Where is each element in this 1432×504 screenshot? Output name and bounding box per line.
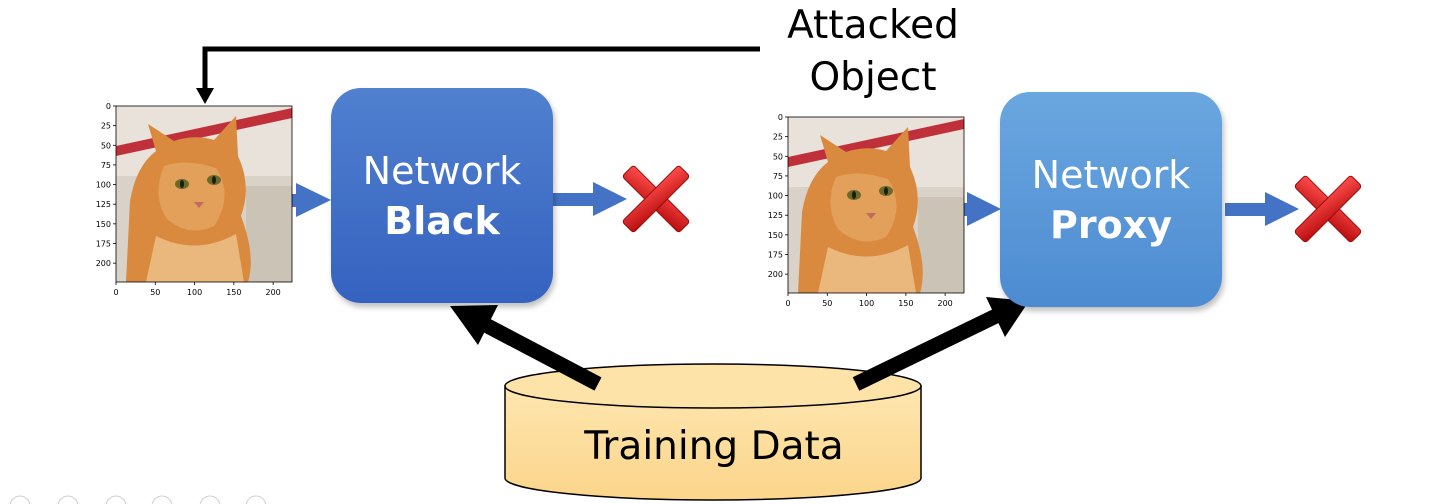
plot-x-tick-label: 200 xyxy=(938,299,953,308)
plot-x-tick-label: 0 xyxy=(113,288,118,297)
nav-circle-icon[interactable] xyxy=(57,495,79,504)
plot-y-tick-label: 50 xyxy=(101,141,111,150)
arrow-proxy-to-cross xyxy=(1225,192,1299,226)
nav-circle-icon[interactable] xyxy=(245,495,267,504)
plot-y-tick-label: 25 xyxy=(773,133,783,142)
plot-y-axis: 0 25 50 75 100 125 150 175 200 xyxy=(768,113,788,279)
slide-navigation xyxy=(9,495,267,504)
plot-y-tick-label: 175 xyxy=(96,240,111,249)
network-proxy-box: Network Proxy xyxy=(1000,92,1222,307)
plot-x-axis: 0 50 100 150 200 xyxy=(113,282,281,297)
attacked-label-line2: Object xyxy=(809,55,937,100)
plot-y-tick-label: 125 xyxy=(768,211,783,220)
plot-x-tick-label: 150 xyxy=(898,299,913,308)
plot-y-tick-label: 200 xyxy=(96,259,111,268)
plot-y-tick-label: 100 xyxy=(768,192,783,201)
plot-y-tick-label: 75 xyxy=(101,161,111,170)
plot-x-tick-label: 100 xyxy=(187,288,202,297)
cat-image xyxy=(787,116,965,294)
nav-circle-icon[interactable] xyxy=(199,495,221,504)
attacked-object-label: Attacked Object xyxy=(762,0,984,104)
plot-x-tick-label: 100 xyxy=(859,299,874,308)
plot-x-tick-label: 200 xyxy=(266,288,281,297)
network-black-line1: Network xyxy=(362,148,522,193)
cat-image xyxy=(115,105,293,283)
plot-x-tick-label: 0 xyxy=(785,299,790,308)
feedback-arrow xyxy=(196,46,760,104)
plot-y-tick-label: 100 xyxy=(96,181,111,190)
network-black-box: Network Black xyxy=(331,88,553,303)
plot-y-tick-label: 175 xyxy=(768,251,783,260)
training-data-cylinder xyxy=(504,363,922,501)
network-proxy-line1: Network xyxy=(1031,152,1191,197)
network-black-line2: Black xyxy=(384,198,500,243)
plot-y-tick-label: 125 xyxy=(96,200,111,209)
plot-x-tick-label: 150 xyxy=(226,288,241,297)
cat-image-plot-original: 0 25 50 75 100 125 150 175 200 0 50 100 150 200 xyxy=(96,102,293,297)
plot-y-tick-label: 0 xyxy=(106,102,111,111)
network-proxy-line2: Proxy xyxy=(1050,202,1172,247)
nav-circle-icon[interactable] xyxy=(9,495,31,504)
cross-icon-left xyxy=(622,165,690,233)
plot-y-tick-label: 150 xyxy=(768,231,783,240)
arrow-black-to-cross xyxy=(553,182,627,216)
plot-y-tick-label: 75 xyxy=(773,172,783,181)
plot-y-tick-label: 150 xyxy=(96,220,111,229)
cross-icon-right xyxy=(1294,175,1362,243)
arrow-training-to-black xyxy=(450,305,602,391)
nav-circle-icon[interactable] xyxy=(105,495,127,504)
plot-y-tick-label: 25 xyxy=(101,122,111,131)
plot-y-tick-label: 200 xyxy=(768,270,783,279)
nav-circle-icon[interactable] xyxy=(151,495,173,504)
plot-y-tick-label: 0 xyxy=(778,113,783,122)
attacked-label-line1: Attacked xyxy=(787,3,959,48)
training-data-label: Training Data xyxy=(584,424,844,469)
plot-x-tick-label: 50 xyxy=(150,288,160,297)
cat-image-plot-attacked: 0 25 50 75 100 125 150 175 200 0 50 100 150 200 xyxy=(768,113,965,308)
plot-x-axis: 0 50 100 150 200 xyxy=(785,293,953,308)
plot-y-tick-label: 50 xyxy=(773,152,783,161)
arrow-training-to-proxy xyxy=(852,297,1029,391)
plot-x-tick-label: 50 xyxy=(822,299,832,308)
plot-y-axis: 0 25 50 75 100 125 150 175 200 xyxy=(96,102,116,268)
